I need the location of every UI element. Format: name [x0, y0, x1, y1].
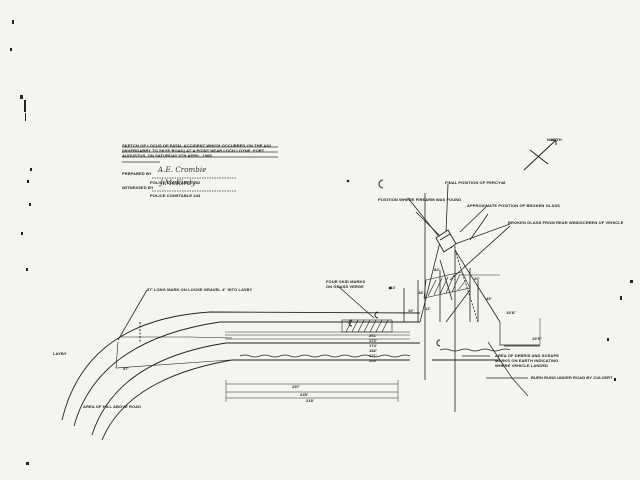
prepared-by-signature: A.E. Crombie	[158, 166, 207, 174]
north-label: NORTH	[547, 137, 562, 142]
firearm-position-label: POSITION WHERE FIREARM WAS FOUND	[378, 197, 462, 202]
final-position-label: FINAL POSITION OF PERCY48	[445, 180, 506, 185]
witnessed-by-signature: J.McKirdy	[160, 179, 196, 187]
measure-15-6: 15'6"	[532, 336, 543, 341]
prepared-by-label: PREPARED BY	[122, 171, 152, 176]
witnessed-by-label: WITNESSED BY	[122, 185, 154, 190]
broken-glass-label: APPROXIMATE POSITION OF BROKEN GLASS	[467, 203, 560, 208]
c-marks	[346, 179, 441, 347]
measure-12: 12'	[425, 306, 431, 311]
title-rules	[122, 146, 278, 192]
prepared-by-role: POLICE CONSTABLE 252	[150, 180, 201, 185]
north-arrow	[523, 139, 557, 171]
measure-218: 218'	[306, 398, 315, 403]
measure-245: 245'	[300, 392, 309, 397]
layby-label: LAYBY	[53, 351, 67, 356]
skid-marks-label: FOUR SKID MARKS ON GRASS VERGE	[326, 279, 366, 289]
measure-257: 257'	[292, 384, 301, 389]
measure-182: 182'	[369, 348, 378, 353]
measure-172: 172'	[369, 338, 378, 343]
measure-15-8: 15'8"	[506, 310, 517, 315]
measure-33: 33'	[390, 285, 396, 290]
vehicle-final-position	[435, 229, 457, 253]
gravel-note: 57' LONG MARK ON LOOSE GRAVEL 4" INTO LA…	[147, 287, 253, 292]
hill-area-label: AREA OF HILL ABOVE ROAD	[83, 404, 142, 409]
measure-200: 200'	[369, 358, 378, 363]
vehicle-path	[117, 183, 540, 412]
culvert-label: BURN RUNS UNDER ROAD BY CULVERT	[531, 375, 613, 380]
windscreen-glass-label: BROKEN GLASS FROM REAR WINDSCREEN OF VEH…	[508, 220, 624, 225]
dimension-lines	[225, 274, 541, 402]
measure-174: 174'	[369, 343, 378, 348]
skid-marks	[341, 319, 393, 333]
measure-20: 20'	[474, 276, 480, 281]
witnessed-by-role: POLICE CONSTABLE 443	[150, 193, 201, 198]
measure-45: 45'	[486, 296, 492, 301]
broken-glass-area	[423, 271, 471, 299]
measure-57: 57'	[123, 366, 129, 371]
debris-area-label: AREA OF DEBRIS AND SCRAPE MARKS ON EARTH…	[495, 353, 559, 368]
measure-83: 83'	[434, 267, 440, 272]
road	[61, 311, 540, 441]
sketch-title: SKETCH OF LOCUS OF FATAL ACCIDENT WHICH …	[122, 143, 272, 159]
scan-specks	[10, 20, 633, 465]
measure-261: 261'	[369, 333, 378, 338]
measure-18: 18'	[418, 290, 424, 295]
measure-10: 10'	[408, 308, 414, 313]
measure-171: 171'	[369, 353, 378, 358]
